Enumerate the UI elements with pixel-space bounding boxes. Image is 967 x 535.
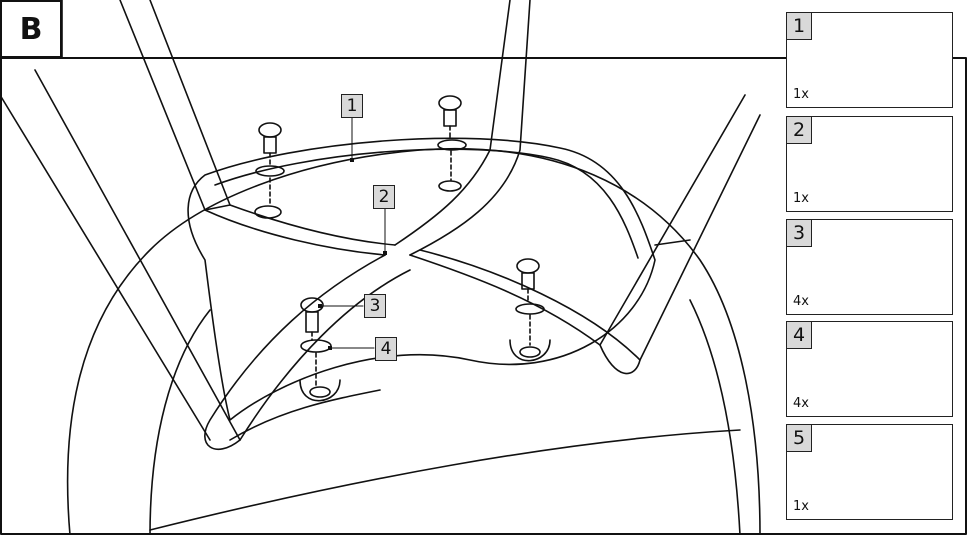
washer-3 <box>515 303 545 315</box>
callout-2: 2 <box>373 185 395 209</box>
main-frame <box>0 57 967 535</box>
callout-4: 4 <box>375 337 397 361</box>
part-quantity: 1x <box>793 499 809 514</box>
part-number: 4 <box>787 322 812 349</box>
part-box-1: 1 1x <box>786 12 953 108</box>
part-box-4: 4 4x <box>786 321 953 417</box>
chair-seat-drawing <box>66 137 761 535</box>
washer-1 <box>255 165 285 177</box>
part-number: 5 <box>787 425 812 452</box>
part-quantity: 1x <box>793 87 809 102</box>
part-number: 3 <box>787 220 812 247</box>
part-box-3: 3 4x <box>786 219 953 315</box>
washer-2 <box>437 139 467 151</box>
callout-1: 1 <box>341 94 363 118</box>
part-quantity: 1x <box>793 191 809 206</box>
chair-frame-drawing <box>0 0 761 451</box>
screw-1 <box>258 122 282 154</box>
part-number: 2 <box>787 117 812 144</box>
part-box-5: 5 1x <box>786 424 953 520</box>
part-quantity: 4x <box>793 396 809 411</box>
screw-2 <box>438 95 462 127</box>
mounting-tabs <box>254 180 551 402</box>
part-number: 1 <box>787 13 812 40</box>
callout-3: 3 <box>364 294 386 318</box>
part-quantity: 4x <box>793 294 809 309</box>
part-box-2: 2 1x <box>786 116 953 212</box>
step-badge: B <box>0 0 62 58</box>
screws-and-washers <box>255 95 545 386</box>
